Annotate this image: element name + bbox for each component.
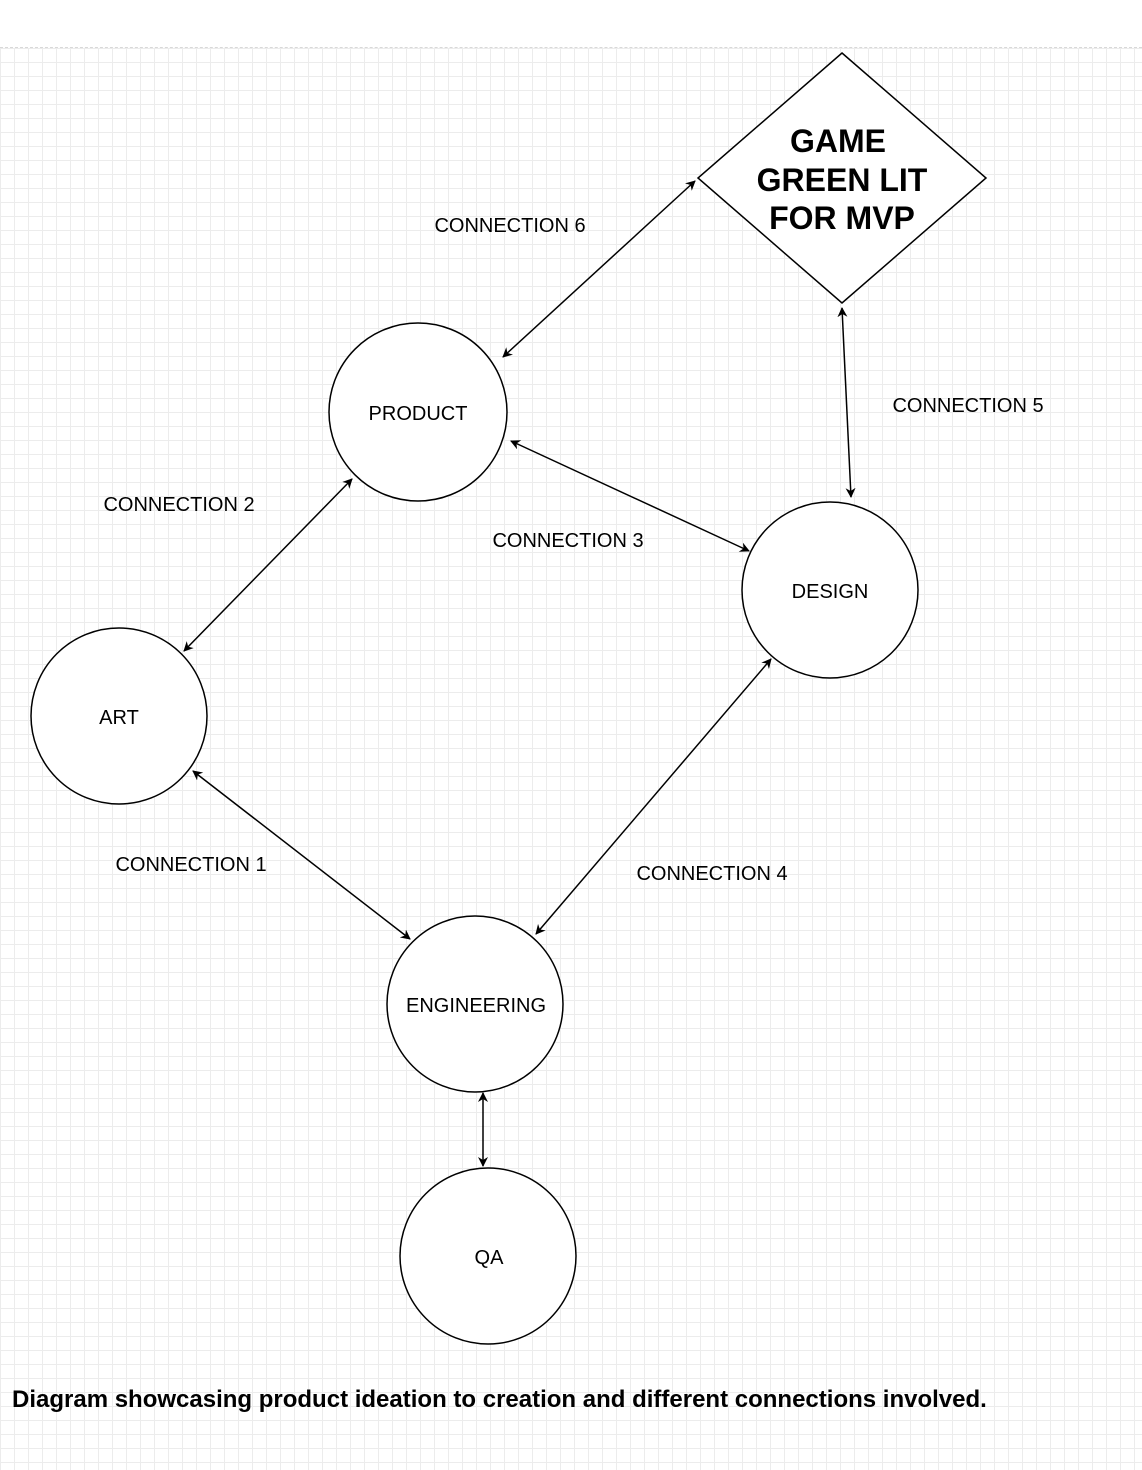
- product-node[interactable]: [328, 322, 508, 502]
- connection-4-label: CONNECTION 4: [636, 863, 787, 885]
- page-top-border: [0, 47, 1142, 48]
- connection-6-arrow: [502, 180, 696, 358]
- connection-6-label: CONNECTION 6: [434, 215, 585, 237]
- connection-1-label: CONNECTION 1: [115, 854, 266, 876]
- decision-diamond[interactable]: [696, 52, 988, 304]
- art-node[interactable]: [30, 627, 208, 805]
- engineering-node[interactable]: [386, 915, 564, 1093]
- decision-label-line-2: GREEN LIT: [757, 162, 928, 198]
- connection-2-arrow: [183, 478, 353, 652]
- qa-node-label: QA: [475, 1247, 505, 1269]
- connection-5-label: CONNECTION 5: [892, 395, 1043, 417]
- connection-3-label: CONNECTION 3: [492, 530, 643, 552]
- design-node[interactable]: [741, 501, 919, 679]
- qa-node[interactable]: [399, 1167, 577, 1345]
- connection-1-arrow: [192, 770, 411, 940]
- engineering-node-label: ENGINEERING: [406, 995, 546, 1017]
- connection-5-arrow: [837, 307, 856, 498]
- connection-4-arrow: [535, 658, 772, 935]
- decision-label-line-3: FOR MVP: [769, 200, 915, 236]
- connection-3-arrow: [510, 440, 750, 552]
- connection-2-label: CONNECTION 2: [103, 494, 254, 516]
- design-node-label: DESIGN: [792, 581, 869, 603]
- diagram-caption: Diagram showcasing product ideation to c…: [12, 1386, 987, 1413]
- product-node-label: PRODUCT: [369, 403, 468, 425]
- decision-label-line-1: GAME: [790, 123, 886, 159]
- art-node-label: ART: [99, 707, 139, 729]
